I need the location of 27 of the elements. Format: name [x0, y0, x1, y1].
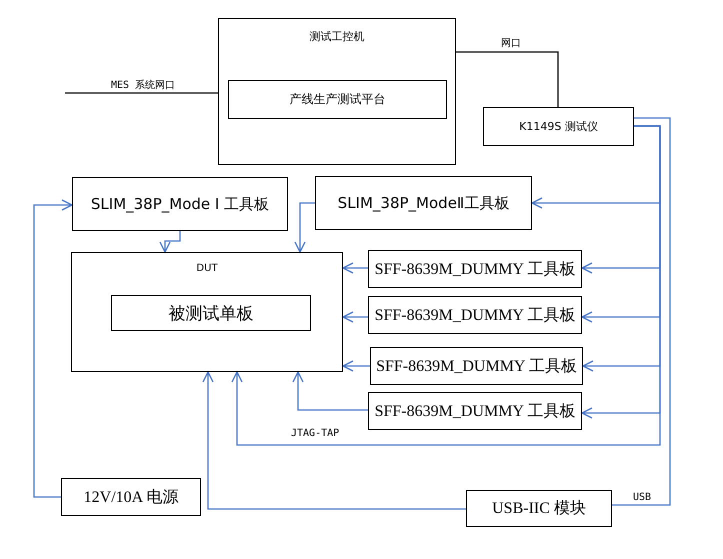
arrow [342, 262, 368, 274]
edge-label: MES 系统网口 [110, 80, 176, 92]
board-box: SFF-8639M_DUMMY 工具板 [370, 347, 583, 385]
arrow [342, 360, 370, 372]
connector-line [612, 117, 671, 506]
board-box: 被测试单板 [111, 295, 311, 331]
arrow [294, 202, 315, 253]
arrow [231, 125, 661, 446]
dut-box: DUT 被测试单板 [71, 252, 343, 372]
arrow [342, 311, 368, 323]
power-box: 12V/10A 电源 [61, 478, 201, 516]
arrow [159, 231, 181, 253]
board-box: SLIM_38P_ModeⅡ工具板 [315, 176, 532, 230]
edge-label: 网口 [500, 38, 522, 50]
arrow [202, 371, 466, 510]
connector-line [456, 51, 559, 107]
tester-box: K1149S 测试仪 [483, 107, 634, 146]
arrow [33, 199, 73, 498]
board-box: SFF-8639M_DUMMY 工具板 [368, 296, 582, 334]
board-box: SLIM_38P_Mode Ⅰ 工具板 [72, 177, 288, 231]
module-box: USB-IIC 模块 [466, 490, 612, 527]
board-box: SFF-8639M_DUMMY 工具板 [368, 392, 582, 430]
computer-box: 测试工控机 产线生产测试平台 [218, 18, 456, 165]
connector-line [65, 92, 218, 94]
arrow [292, 371, 368, 411]
board-box: SFF-8639M_DUMMY 工具板 [368, 250, 582, 288]
platform-box: 产线生产测试平台 [228, 80, 447, 119]
